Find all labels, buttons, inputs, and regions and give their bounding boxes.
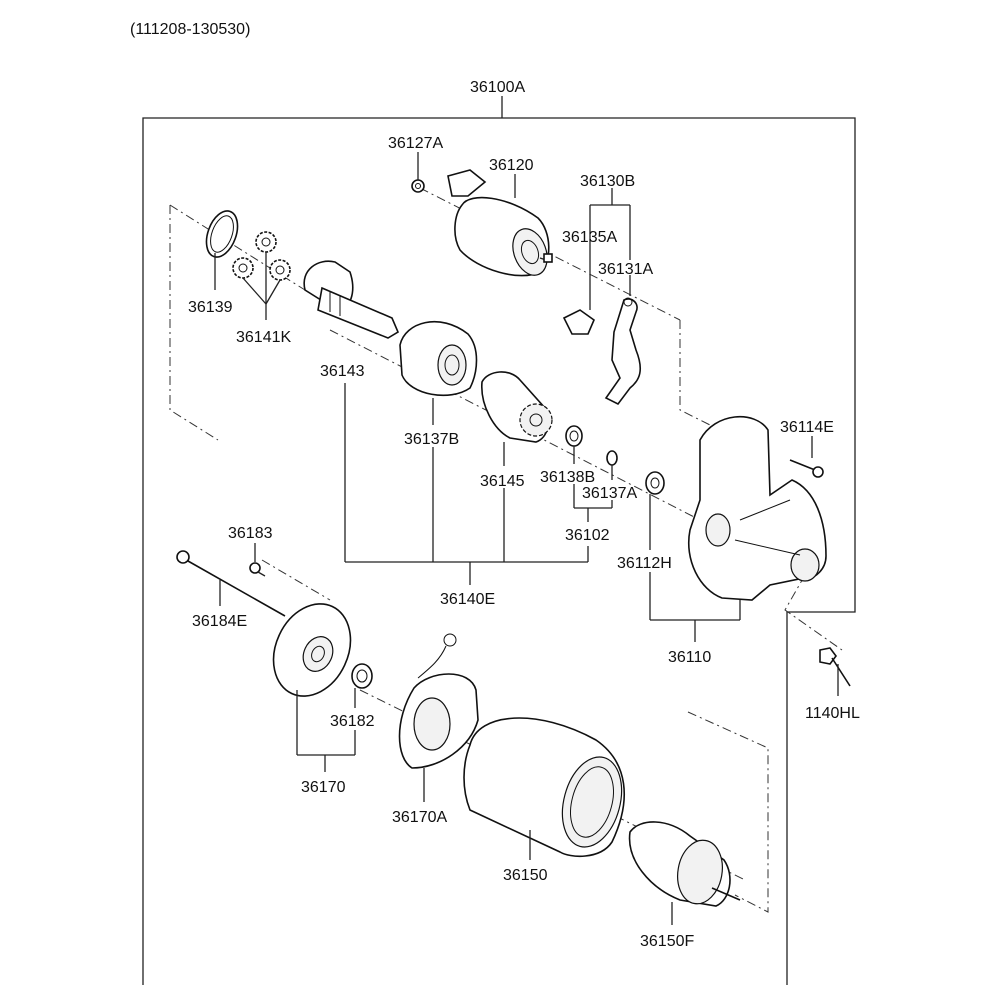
shift-lever-36131A-drawing — [604, 297, 642, 406]
bolt-36114E-drawing — [789, 459, 824, 478]
part-label-36114E: 36114E — [780, 419, 834, 436]
part-label-36135A: 36135A — [562, 229, 617, 246]
part-label-36112H: 36112H — [617, 555, 672, 572]
part-labels: 36127A 36120 36130B 36135A 36131A 36139 … — [188, 135, 860, 950]
part-label-1140HL: 1140HL — [805, 705, 860, 722]
part-label-36110: 36110 — [668, 649, 711, 666]
through-bolt-36184E-drawing — [176, 550, 286, 617]
part-label-36170: 36170 — [301, 779, 346, 796]
part-label-36120: 36120 — [489, 157, 534, 174]
part-label-36140E: 36140E — [440, 591, 495, 608]
bolt-1140HL-drawing — [819, 647, 851, 687]
part-label-36138B: 36138B — [540, 469, 595, 486]
part-label-36131A: 36131A — [598, 261, 653, 278]
nut-36127A-drawing — [411, 179, 425, 193]
shaft-36143-drawing — [303, 260, 400, 339]
part-label-36183: 36183 — [228, 525, 273, 542]
gasket-36139-drawing — [205, 210, 239, 258]
part-label-36145: 36145 — [480, 473, 525, 490]
housing-36137B-drawing — [399, 320, 478, 397]
part-label-36184E: 36184E — [192, 613, 247, 630]
part-label-36137A: 36137A — [582, 485, 637, 502]
part-label-36137B: 36137B — [404, 431, 459, 448]
end-cover-36170-drawing — [272, 603, 352, 697]
yoke-36150-drawing — [463, 717, 626, 858]
front-housing-36110-drawing — [688, 416, 827, 601]
clutch-gear-36145-drawing — [481, 371, 553, 443]
assembly-frame — [142, 96, 856, 985]
part-label-36182: 36182 — [330, 713, 375, 730]
bushing-36112H-drawing — [645, 471, 665, 495]
part-label-36170A: 36170A — [392, 809, 447, 826]
part-label-36127A: 36127A — [388, 135, 443, 152]
part-label-36141K: 36141K — [236, 329, 291, 346]
armature-36150F-drawing — [628, 821, 741, 907]
part-label-36102: 36102 — [565, 527, 610, 544]
screw-36183-drawing — [249, 562, 266, 577]
solenoid-36120-drawing — [447, 169, 553, 277]
date-range-header: (111208-130530) — [130, 21, 250, 38]
part-label-36143: 36143 — [320, 363, 365, 380]
part-label-36130B: 36130B — [580, 173, 635, 190]
brush-holder-36170A-drawing — [398, 633, 479, 769]
assembly-label: 36100A — [470, 79, 525, 96]
assembly-axis-lines — [169, 187, 843, 913]
plunger-36135A-drawing — [562, 309, 595, 335]
part-label-36139: 36139 — [188, 299, 233, 316]
planetary-gears-36141K-drawing — [232, 231, 291, 281]
part-label-36150F: 36150F — [640, 933, 694, 950]
leader-lines — [214, 152, 839, 925]
part-label-36150: 36150 — [503, 867, 548, 884]
bearing-36182-drawing — [351, 663, 373, 689]
rings-36138B-36137A-drawing — [565, 425, 618, 466]
